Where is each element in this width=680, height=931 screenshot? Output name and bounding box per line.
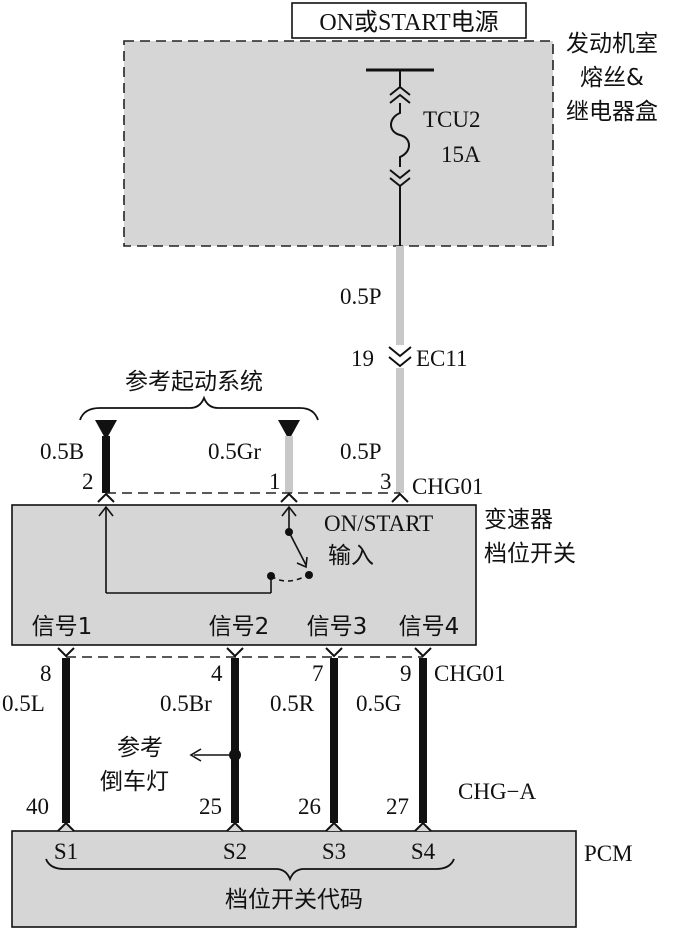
pcm-input-S3: S3 bbox=[322, 839, 346, 864]
wire-label-0.5R: 0.5R bbox=[270, 691, 315, 716]
signal-3-label: 信号3 bbox=[307, 614, 368, 640]
terminal-0.5Gr-icon bbox=[278, 420, 300, 440]
connector-EC11-icon bbox=[388, 346, 412, 368]
chg01-top-connector-name: CHG01 bbox=[412, 474, 484, 499]
pcm-input-S1: S1 bbox=[54, 839, 78, 864]
on-start-input-label-line2: 输入 bbox=[328, 543, 374, 569]
switch-blade-arrow-icon bbox=[296, 556, 308, 569]
splice-point-icon bbox=[229, 749, 241, 761]
switch-name-line1: 变速器 bbox=[484, 507, 553, 533]
pcm-pin-S3-terminal-icon bbox=[325, 821, 343, 832]
fuse-rating: 15A bbox=[441, 142, 481, 167]
pcm-pin-S4-terminal-icon bbox=[414, 821, 432, 832]
transmission-range-switch-box bbox=[11, 504, 477, 646]
chg-a-pin-26: 26 bbox=[298, 794, 321, 819]
reverse-light-ref-line1: 参考 bbox=[117, 735, 163, 761]
chg-a-connector-name: CHG−A bbox=[458, 779, 537, 804]
switch-dashed-link bbox=[270, 575, 307, 582]
wire-label-0.5Br: 0.5Br bbox=[160, 691, 212, 716]
pin-7-terminal-icon bbox=[325, 647, 343, 658]
pin-3-terminal-icon bbox=[391, 492, 409, 503]
wire-label-0.5B: 0.5B bbox=[40, 439, 84, 464]
wire-label-0.5P-lower: 0.5P bbox=[340, 439, 382, 464]
pin-2-terminal-icon bbox=[97, 492, 115, 503]
reverse-light-ref-arrow-icon bbox=[189, 748, 202, 762]
pcm-input-S2: S2 bbox=[223, 839, 247, 864]
internal-arrow-pin1-icon bbox=[281, 505, 297, 517]
ref-start-system-label: 参考起动系统 bbox=[125, 369, 263, 395]
pcm-label: PCM bbox=[584, 841, 633, 866]
reverse-light-ref-line2: 倒车灯 bbox=[100, 769, 169, 795]
terminal-0.5B-icon bbox=[95, 420, 117, 440]
shift-code-label: 档位开关代码 bbox=[225, 887, 363, 913]
fuse-connector-top-icon bbox=[389, 85, 411, 104]
fuse-box-name-line2: 熔丝& bbox=[580, 65, 644, 91]
pin-8-terminal-icon bbox=[57, 647, 75, 658]
wire-label-0.5Gr: 0.5Gr bbox=[208, 439, 261, 464]
wire-label-0.5G: 0.5G bbox=[356, 691, 401, 716]
pcm-input-S4: S4 bbox=[411, 839, 436, 864]
chg01-top-pin-3: 3 bbox=[380, 469, 392, 494]
switch-contact-right-icon bbox=[305, 571, 313, 579]
chg-a-pin-40: 40 bbox=[26, 794, 49, 819]
chg01-bottom-connector-name: CHG01 bbox=[434, 661, 506, 686]
power-source-box bbox=[291, 2, 527, 39]
fuse-name: TCU2 bbox=[423, 107, 481, 132]
chg01-top-pin-1: 1 bbox=[269, 469, 281, 494]
ec11-connector-name: EC11 bbox=[416, 346, 468, 371]
chg01-bottom-pin-4: 4 bbox=[211, 661, 223, 686]
pcm-pin-S1-terminal-icon bbox=[57, 821, 75, 832]
chg01-top-pin-2: 2 bbox=[82, 469, 94, 494]
pcm-box bbox=[11, 830, 577, 928]
wire-label-0.5L: 0.5L bbox=[2, 691, 45, 716]
internal-arrow-pin2-icon bbox=[98, 505, 114, 517]
switch-blade bbox=[288, 531, 307, 566]
pcm-pin-S2-terminal-icon bbox=[226, 821, 244, 832]
on-start-input-label-line1: ON/START bbox=[324, 511, 433, 536]
fuse-box-name-line1: 发动机室 bbox=[566, 31, 658, 57]
pin-9-terminal-icon bbox=[414, 647, 432, 658]
chg-a-pin-25: 25 bbox=[199, 794, 222, 819]
switch-name-line2: 档位开关 bbox=[484, 541, 576, 567]
chg-a-pin-27: 27 bbox=[386, 794, 409, 819]
wire-label-0.5P-upper: 0.5P bbox=[340, 284, 382, 309]
signal-4-label: 信号4 bbox=[399, 614, 460, 640]
fuse-box-name-line3: 继电器盒 bbox=[566, 99, 658, 125]
signal-2-label: 信号2 bbox=[209, 614, 270, 640]
chg01-bottom-pin-9: 9 bbox=[400, 661, 412, 686]
pin-1-terminal-icon bbox=[280, 492, 298, 503]
ec11-pin-number: 19 bbox=[351, 346, 374, 371]
signal-1-label: 信号1 bbox=[32, 614, 93, 640]
shift-code-brace bbox=[45, 858, 455, 882]
fuse-relay-box bbox=[123, 40, 554, 247]
chg01-bottom-pin-7: 7 bbox=[312, 661, 324, 686]
ref-start-system-brace bbox=[79, 395, 319, 421]
pin-4-terminal-icon bbox=[226, 647, 244, 658]
power-source-label: ON或START电源 bbox=[319, 9, 498, 36]
chg01-bottom-pin-8: 8 bbox=[40, 661, 52, 686]
fuse-element-icon bbox=[390, 103, 410, 167]
